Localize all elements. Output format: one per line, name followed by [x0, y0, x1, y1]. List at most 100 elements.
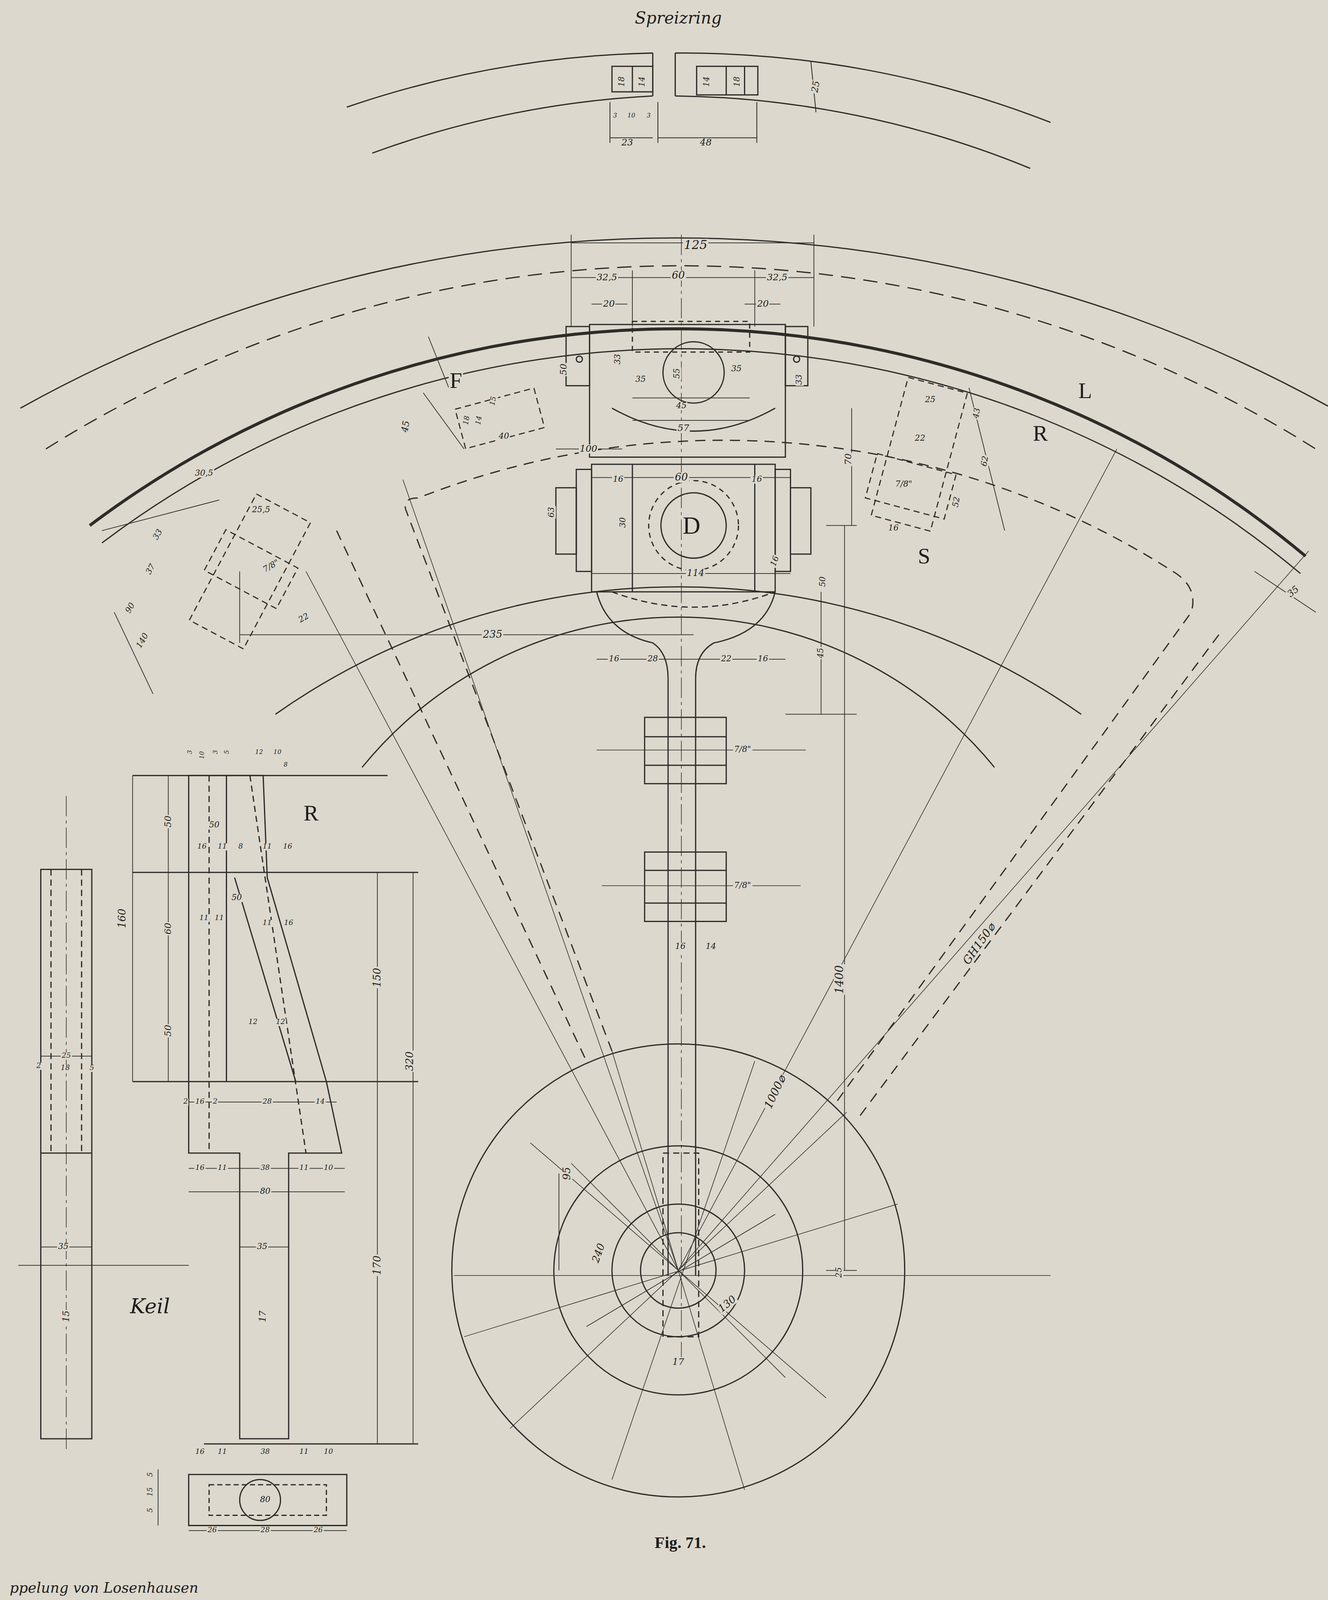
dimension-label: 8	[282, 761, 289, 768]
dimension-label: 5	[147, 1470, 155, 1478]
dimension-label: 37	[144, 561, 158, 577]
dimension-label: 80	[259, 1187, 272, 1196]
dimension-label: 25	[923, 395, 937, 405]
dimension-label: 45	[817, 646, 826, 660]
dimension-label: 57	[676, 423, 691, 434]
dimension-label: 14	[314, 1098, 326, 1106]
dimension-label: 5	[147, 1506, 155, 1514]
dimension-label: 150	[372, 966, 383, 989]
dimension-label: 3	[645, 112, 652, 119]
dimension-label: 33	[614, 352, 623, 366]
dimension-label: 80	[259, 1495, 272, 1504]
dimension-label: Spreizring	[633, 10, 723, 27]
dimension-label: 70	[843, 452, 854, 467]
part-letter: S	[917, 544, 932, 567]
spreading-ring	[346, 53, 1051, 169]
dimension-label: 14	[702, 75, 711, 89]
dimension-label: 3	[186, 748, 193, 755]
dimension-label: 16	[750, 475, 764, 484]
dimension-label: 28	[261, 1098, 273, 1106]
dimension-label: 25	[835, 1265, 844, 1279]
dimension-label: 20	[756, 299, 770, 309]
dimension-label: 23	[620, 138, 635, 148]
dimension-label: 16	[194, 1098, 206, 1106]
dimension-label: 33	[795, 373, 804, 386]
dimension-label: 1400	[833, 964, 846, 995]
dimension-label: 7/8"	[894, 480, 914, 489]
wheel-rim	[20, 234, 1328, 1357]
dimension-label: 3	[211, 748, 219, 755]
dimension-label: 30,5	[193, 469, 215, 478]
dimension-label: 35	[634, 375, 647, 384]
dimension-label: 114	[685, 568, 706, 579]
dimension-label: 30	[618, 516, 628, 529]
coupling-link	[555, 321, 812, 1337]
dimension-label: Keil	[129, 1295, 171, 1316]
dimension-label: 170	[372, 1254, 383, 1277]
dimension-label: 50	[819, 575, 828, 589]
dimension-label: 14	[638, 75, 647, 89]
dimension-label: 16	[196, 843, 208, 851]
dimension-label: 38	[259, 1164, 271, 1173]
dimension-label: 10	[272, 748, 283, 755]
dimension-label: 25	[810, 79, 822, 95]
dimension-lines	[239, 234, 857, 1327]
dimension-label: 25,5	[250, 506, 272, 515]
dimension-label: 16	[612, 475, 625, 484]
part-letter: R	[302, 802, 320, 825]
dimension-label: 2	[211, 1098, 219, 1106]
dimension-label: 15	[61, 1309, 72, 1324]
dimension-label: 320	[404, 1050, 416, 1072]
dimension-label: 235	[482, 629, 504, 640]
dimension-label: 35	[1284, 583, 1302, 600]
dimension-label: 10	[626, 112, 637, 119]
figure-caption: Fig. 71.	[653, 1534, 708, 1551]
dimension-label: 11	[198, 914, 210, 922]
dimension-label: 12	[254, 748, 264, 755]
dimension-label: 52	[951, 495, 962, 509]
dimension-label: 14	[474, 414, 484, 427]
dimension-label: 35	[56, 1242, 70, 1251]
hub	[452, 1043, 1051, 1497]
dimension-label: 63	[547, 506, 556, 519]
dimension-label: 60	[670, 270, 686, 281]
dimension-label: 55	[673, 367, 682, 380]
dimension-label: 32,5	[595, 272, 619, 283]
dimension-label: 28	[646, 655, 660, 664]
dimension-label: 50	[559, 362, 569, 377]
part-letter: F	[448, 369, 464, 392]
dimension-label: 32,5	[765, 272, 789, 283]
dimension-label: 125	[683, 238, 709, 251]
dimension-label: 2	[35, 1062, 42, 1070]
dimension-label: 18	[618, 75, 627, 89]
dimension-label: 11	[261, 919, 273, 928]
part-letter: R	[1031, 422, 1049, 445]
dimension-label: 140	[134, 631, 151, 651]
dimension-label: 15	[489, 394, 499, 407]
dimension-label: 45	[400, 418, 412, 434]
dimension-label: 18	[462, 414, 472, 427]
dimension-label: 16	[282, 843, 294, 851]
dimension-label: 240	[590, 1241, 608, 1265]
dimension-label: 16	[194, 1164, 206, 1173]
dimension-label: 10	[198, 750, 206, 760]
dimension-label: 5	[88, 1064, 96, 1072]
dimension-label: 12	[247, 1018, 259, 1026]
dimension-label: 8	[237, 843, 245, 851]
dimension-label: 2	[182, 1098, 189, 1106]
dimension-label: 38	[259, 1448, 271, 1456]
dimension-label: 35	[255, 1242, 269, 1251]
dimension-label: 28	[259, 1526, 271, 1534]
dimension-label: 33	[151, 527, 165, 543]
dimension-label: 7/8"	[733, 881, 753, 890]
dimension-label: 5	[223, 748, 230, 755]
bolt-dimensions	[101, 336, 1316, 694]
dimension-label: 16	[607, 655, 621, 664]
part-letter: L	[1077, 379, 1094, 403]
dimension-label: 26	[312, 1526, 324, 1534]
dimension-label: 18	[733, 75, 742, 89]
dimension-label: 16	[756, 655, 770, 664]
bolts	[180, 374, 978, 654]
dimension-label: 45	[674, 402, 688, 411]
